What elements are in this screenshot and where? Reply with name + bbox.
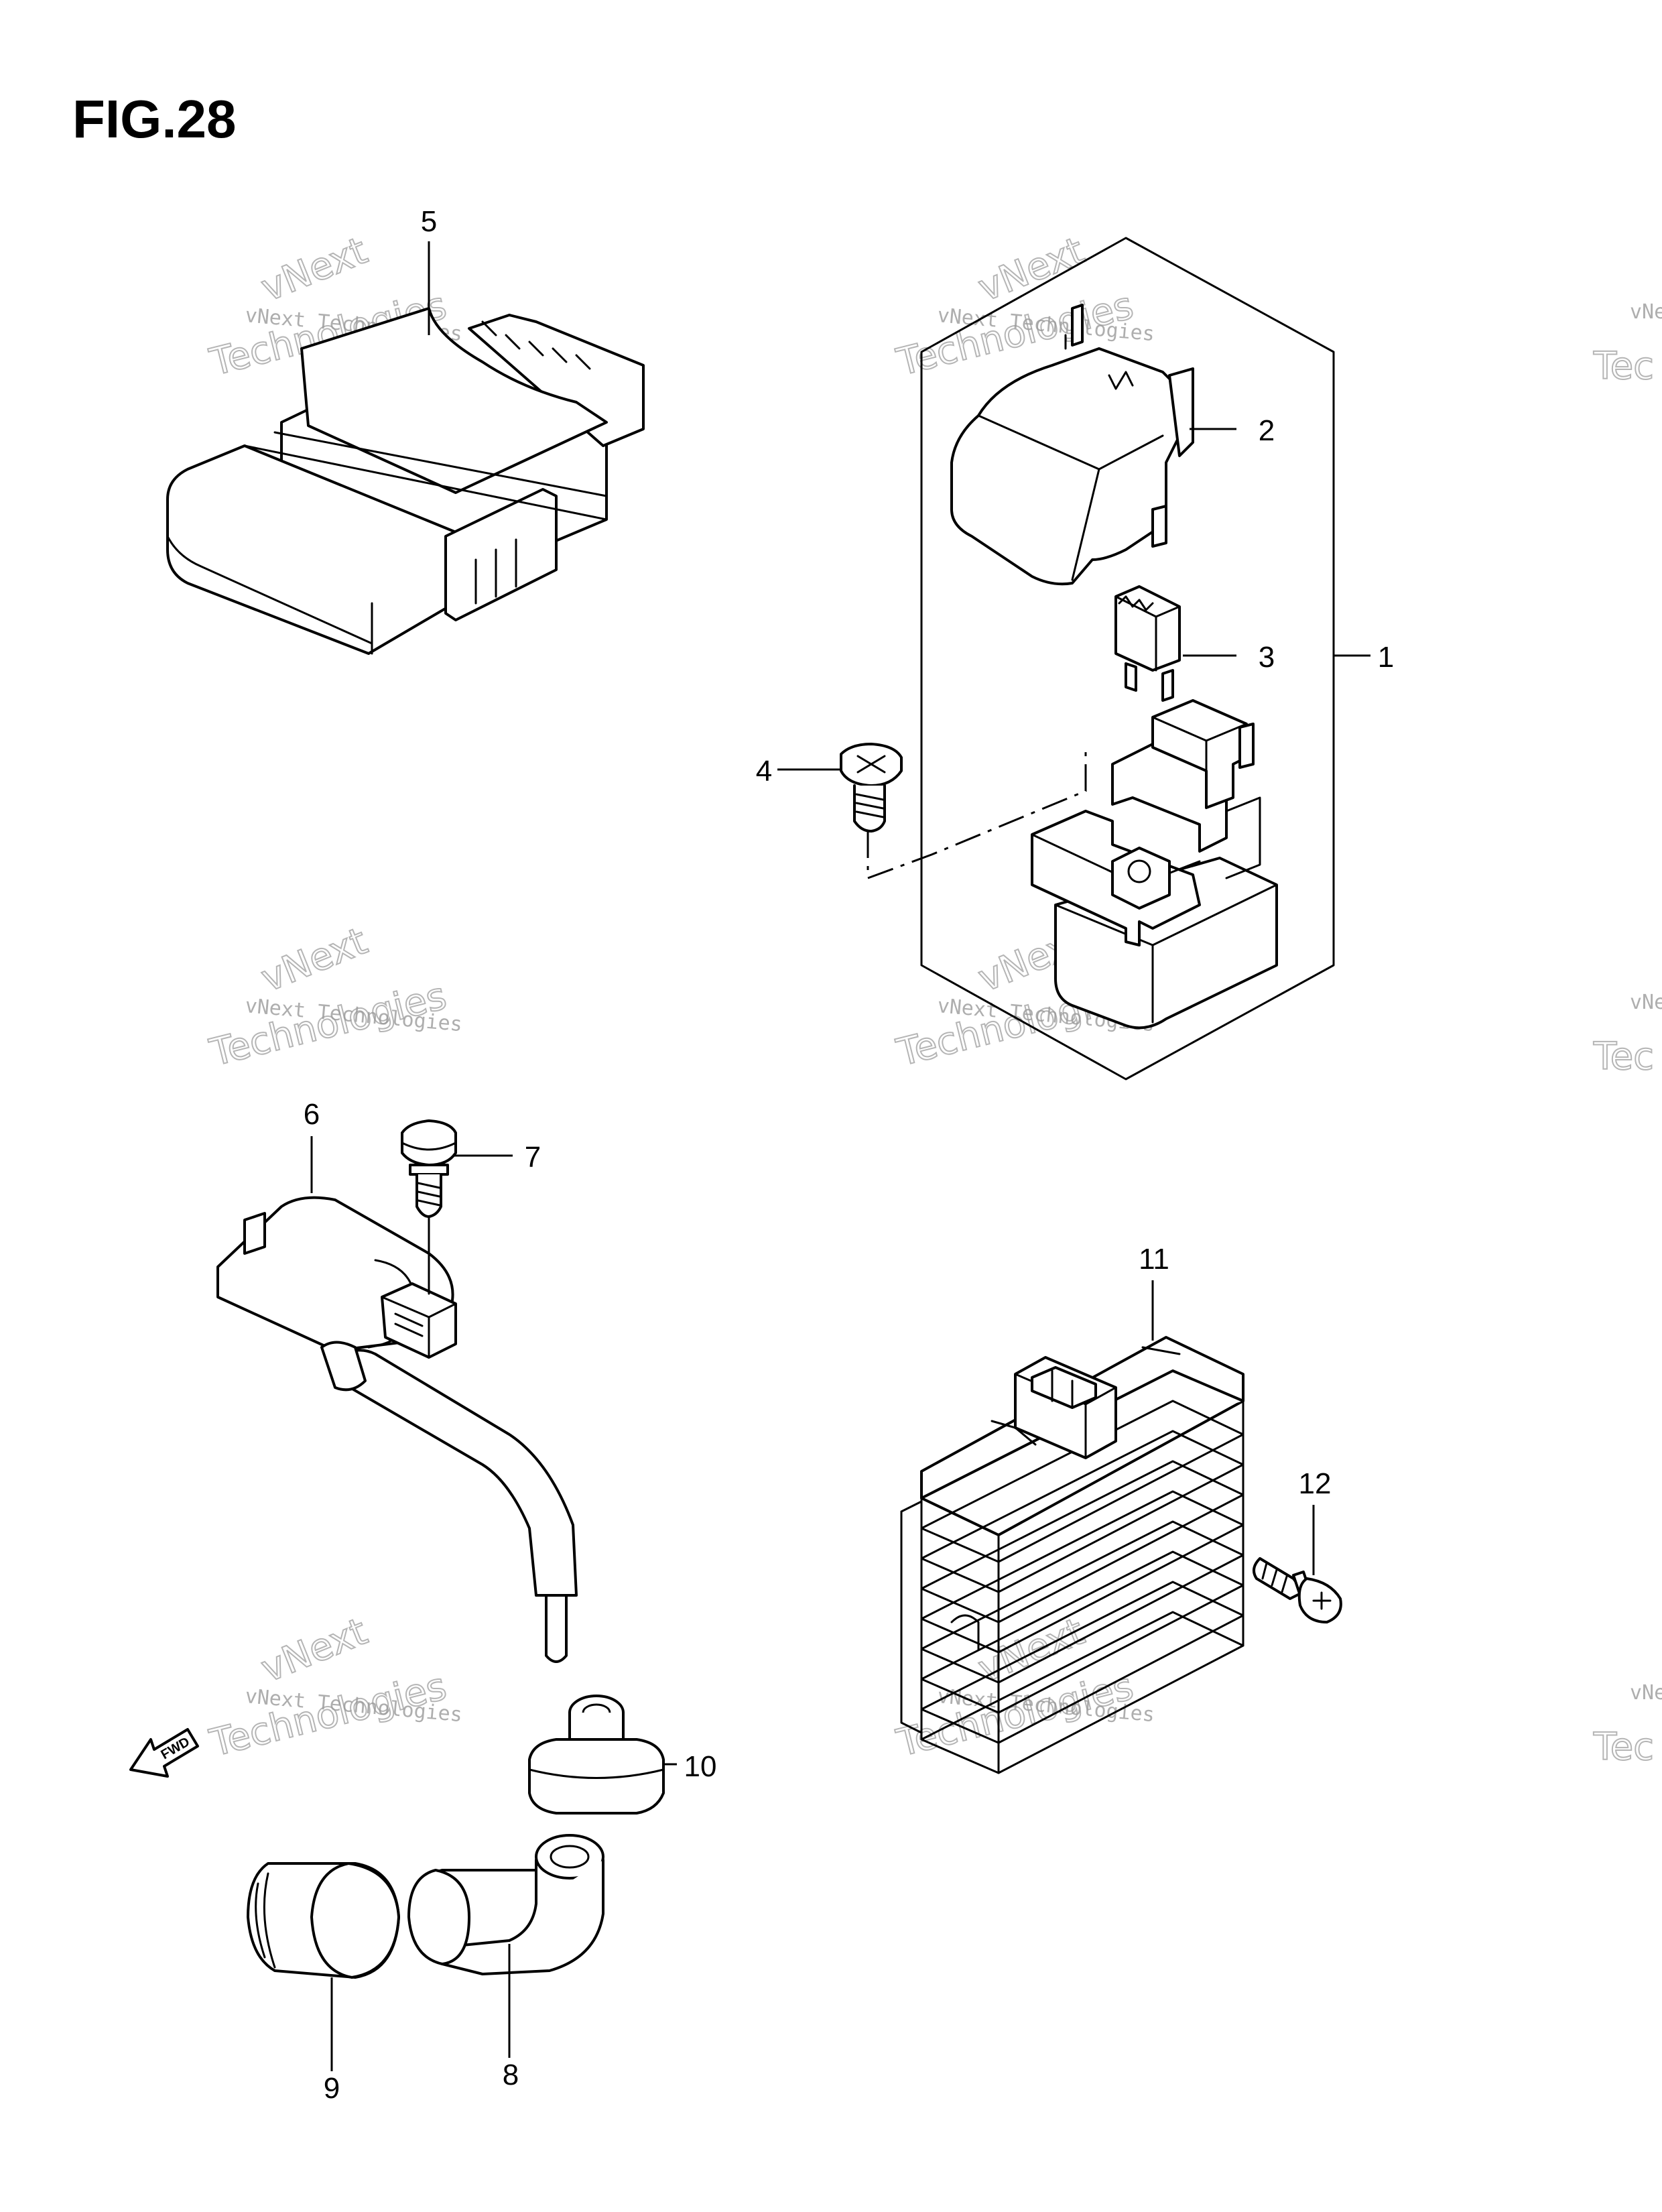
watermark-fragment: Tec xyxy=(1593,1725,1654,1769)
callout-3: 3 xyxy=(1259,641,1275,674)
part-2-cover xyxy=(950,304,1194,586)
alignment-line xyxy=(867,751,1087,880)
watermark-fragment: vNe xyxy=(1630,991,1662,1014)
starter-relay-body xyxy=(1031,699,1278,1030)
part-4-screw xyxy=(840,743,903,833)
callout-7: 7 xyxy=(525,1141,541,1174)
assembly-outline xyxy=(920,237,1335,1081)
part-3-fuse xyxy=(1114,585,1181,702)
fwd-direction-arrow: FWD xyxy=(129,1728,199,1778)
part-9-cap xyxy=(247,1862,400,1979)
leader-lines xyxy=(310,241,1370,2071)
part-6-ignition-coil xyxy=(216,1196,578,1663)
watermark-fragment: Tec xyxy=(1593,345,1654,388)
watermark-right-edge: vNe Tec vNe Tec vNe Tec xyxy=(1592,300,1662,1770)
callout-4: 4 xyxy=(756,755,772,788)
callout-5: 5 xyxy=(421,205,437,238)
callout-10: 10 xyxy=(684,1750,717,1783)
part-8-plug-cap xyxy=(407,1834,604,1975)
callout-11: 11 xyxy=(1139,1243,1169,1276)
part-5-module xyxy=(166,307,645,655)
callout-2: 2 xyxy=(1259,414,1275,447)
part-11-regulator xyxy=(900,1336,1244,1774)
callout-1: 1 xyxy=(1378,641,1394,674)
figure-title: FIG.28 xyxy=(72,89,237,149)
watermark-big-text: vNext xyxy=(255,229,373,310)
callout-8: 8 xyxy=(503,2059,519,2091)
watermark-fragment: Tec xyxy=(1593,1035,1654,1079)
watermark-big-text: vNext xyxy=(255,1609,373,1691)
part-12-screw xyxy=(1253,1557,1342,1623)
callout-6: 6 xyxy=(304,1098,320,1131)
watermark-fragment: vNe xyxy=(1630,1681,1662,1705)
watermark-low-left: vNext Technologies vNext Technologies xyxy=(205,1609,464,1766)
part-1-relay-assembly xyxy=(867,237,1335,1081)
watermark-big-text: vNext xyxy=(255,919,373,1001)
part-7-bolt xyxy=(401,1119,457,1218)
callout-12: 12 xyxy=(1299,1467,1332,1500)
callout-9: 9 xyxy=(324,2072,340,2105)
part-10-grommet xyxy=(528,1695,665,1815)
watermark-mid-left: vNext Technologies vNext Technologies xyxy=(205,918,464,1075)
callout-labels: 5 2 3 1 4 6 7 11 12 10 8 9 xyxy=(304,205,1394,2105)
watermark-fragment: vNe xyxy=(1630,300,1662,324)
